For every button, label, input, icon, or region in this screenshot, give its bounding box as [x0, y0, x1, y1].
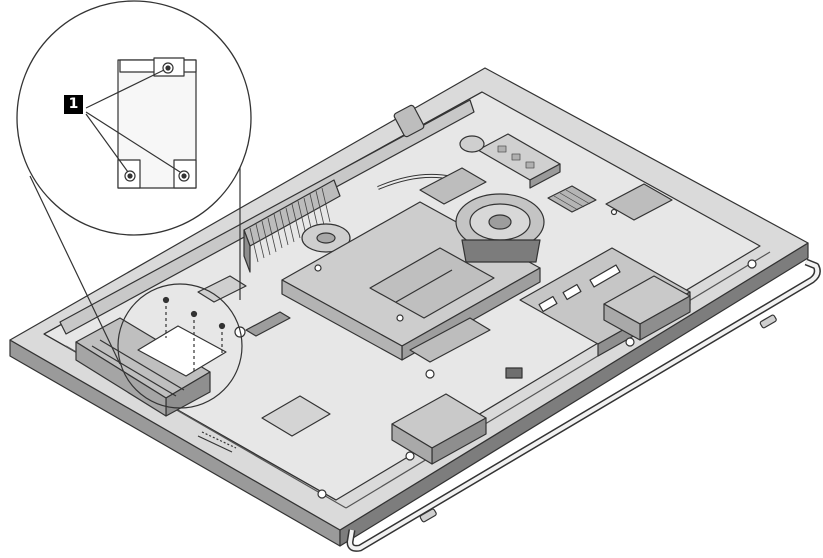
screw-bottom-left	[124, 170, 136, 182]
board-recess	[369, 247, 495, 319]
wireless-card-location	[137, 275, 291, 377]
detail-magnifier	[16, 0, 252, 236]
screw-bottom-right	[178, 170, 190, 182]
back-wall-boss	[393, 104, 425, 138]
callout-badge-1: 1	[64, 95, 83, 114]
zoom-leader-left	[29, 175, 121, 365]
stand-bar	[346, 258, 821, 552]
chipset-heatsink	[547, 185, 597, 213]
cpu-cooler	[377, 167, 545, 263]
lower-board	[197, 259, 757, 499]
left-module-assembly	[75, 317, 211, 417]
heat-sink	[243, 179, 351, 273]
detail-area-circle	[117, 283, 243, 409]
memory-module	[459, 133, 561, 189]
screw-top	[162, 62, 174, 74]
front-speaker	[391, 393, 487, 465]
right-speaker	[603, 275, 691, 341]
